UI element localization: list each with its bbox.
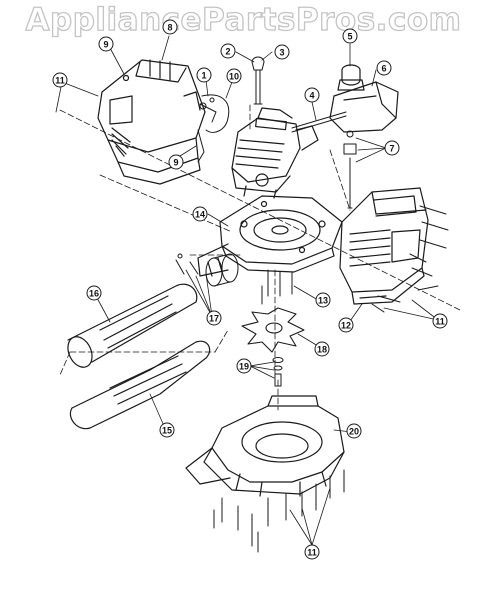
svg-text:1: 1 — [201, 71, 206, 81]
svg-text:15: 15 — [162, 426, 172, 436]
assembly-guide-lines — [59, 104, 461, 411]
svg-text:5: 5 — [347, 32, 352, 42]
callout-4: 4 — [304, 87, 320, 103]
callout-6: 6 — [376, 60, 392, 76]
engine-block — [231, 107, 319, 199]
right-housing-half — [339, 187, 429, 305]
bottom-housing — [185, 395, 345, 497]
callout-18: 18 — [314, 341, 330, 357]
right-housing-screws — [371, 205, 449, 313]
callout-11-left: 11 — [52, 72, 68, 88]
callout-20: 20 — [346, 423, 362, 439]
svg-text:12: 12 — [341, 321, 351, 331]
svg-text:2: 2 — [225, 47, 230, 57]
fastener-stack — [343, 130, 357, 209]
callout-9-top: 9 — [98, 36, 114, 52]
callout-16: 16 — [86, 285, 102, 301]
long-bolt — [291, 111, 347, 133]
callout-11-right: 11 — [432, 313, 448, 329]
svg-text:10: 10 — [229, 72, 239, 82]
blower-tube-upper — [67, 283, 198, 368]
left-housing-half — [97, 59, 206, 185]
callout-8: 8 — [162, 19, 178, 35]
svg-text:6: 6 — [381, 64, 386, 74]
washers — [261, 269, 293, 387]
callout-12: 12 — [338, 317, 354, 333]
callout-9-bottom: 9 — [168, 154, 184, 170]
callout-14: 14 — [192, 206, 208, 222]
svg-text:17: 17 — [209, 314, 219, 324]
svg-text:16: 16 — [89, 289, 99, 299]
blower-nozzle — [69, 340, 211, 430]
fan-housing — [197, 195, 343, 277]
tube-clamp — [175, 253, 239, 287]
callout-10: 10 — [226, 68, 242, 84]
callout-3: 3 — [274, 44, 290, 60]
callout-15: 15 — [159, 422, 175, 438]
callout-13: 13 — [315, 292, 331, 308]
callouts: 1 2 3 4 5 6 7 8 9 9 10 11 11 11 12 13 14… — [52, 19, 448, 560]
svg-text:14: 14 — [195, 210, 205, 220]
svg-text:9: 9 — [103, 40, 108, 50]
callout-17: 17 — [206, 310, 222, 326]
leader-lines — [55, 35, 439, 546]
svg-text:3: 3 — [279, 48, 284, 58]
callout-19: 19 — [236, 358, 252, 374]
svg-text:9: 9 — [173, 158, 178, 168]
bottom-housing-screws — [213, 469, 345, 553]
spark-plug — [251, 56, 265, 105]
callout-2: 2 — [220, 43, 236, 59]
impeller-fan — [241, 307, 305, 353]
svg-text:20: 20 — [349, 427, 359, 437]
svg-text:11: 11 — [55, 76, 65, 86]
fuel-tank — [329, 64, 399, 133]
svg-text:4: 4 — [309, 91, 314, 101]
svg-text:13: 13 — [318, 296, 328, 306]
svg-text:18: 18 — [317, 345, 327, 355]
svg-text:8: 8 — [167, 23, 172, 33]
callout-7: 7 — [384, 140, 400, 156]
callout-11-bottom: 11 — [304, 544, 320, 560]
svg-text:11: 11 — [307, 548, 317, 558]
svg-text:11: 11 — [435, 317, 445, 327]
throttle-cable — [197, 94, 230, 163]
callout-5: 5 — [342, 28, 358, 44]
svg-text:19: 19 — [239, 362, 249, 372]
watermark-text: AppliancePartsPros.com — [25, 1, 462, 38]
callout-1: 1 — [196, 67, 212, 83]
svg-text:7: 7 — [389, 144, 394, 154]
